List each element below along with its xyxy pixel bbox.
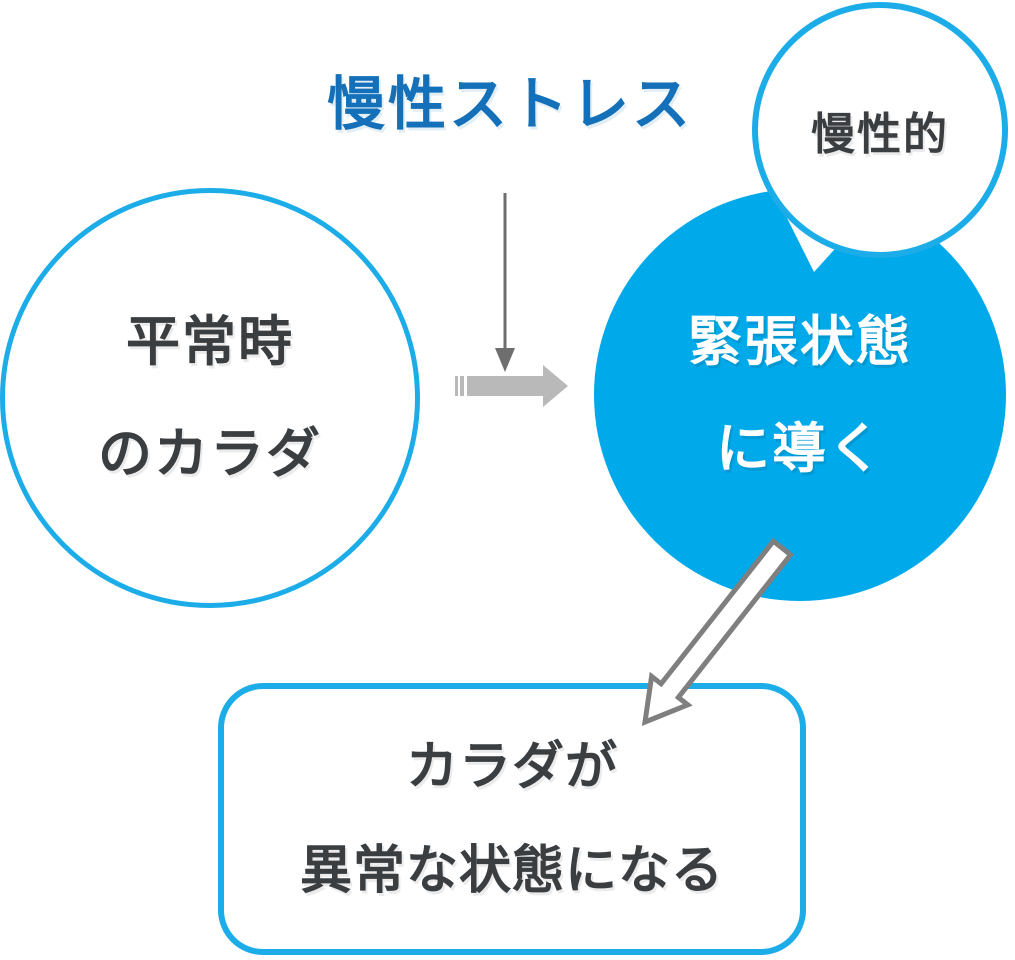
normal-body-circle-line1: 平常時 <box>126 312 294 372</box>
diagram-title: 慢性ストレス <box>326 72 693 137</box>
speech-bubble-label: 慢性的 <box>811 110 949 159</box>
normal-body-circle: 平常時 のカラダ <box>0 188 420 608</box>
abnormal-state-box-line2: 異常な状態になる <box>299 842 724 900</box>
tension-state-circle-line1: 緊張状態 <box>688 311 912 372</box>
abnormal-state-box: カラダが 異常な状態になる <box>218 683 806 955</box>
speech-bubble: 慢性的 <box>752 2 1008 258</box>
normal-body-circle-line2: のカラダ <box>98 424 322 484</box>
down-arrow-icon <box>495 193 515 372</box>
right-arrow-icon <box>455 365 568 407</box>
tension-state-circle-line2: に導く <box>716 418 884 479</box>
tension-state-circle: 緊張状態 に導く <box>594 189 1006 601</box>
abnormal-state-box-line1: カラダが <box>405 738 618 796</box>
